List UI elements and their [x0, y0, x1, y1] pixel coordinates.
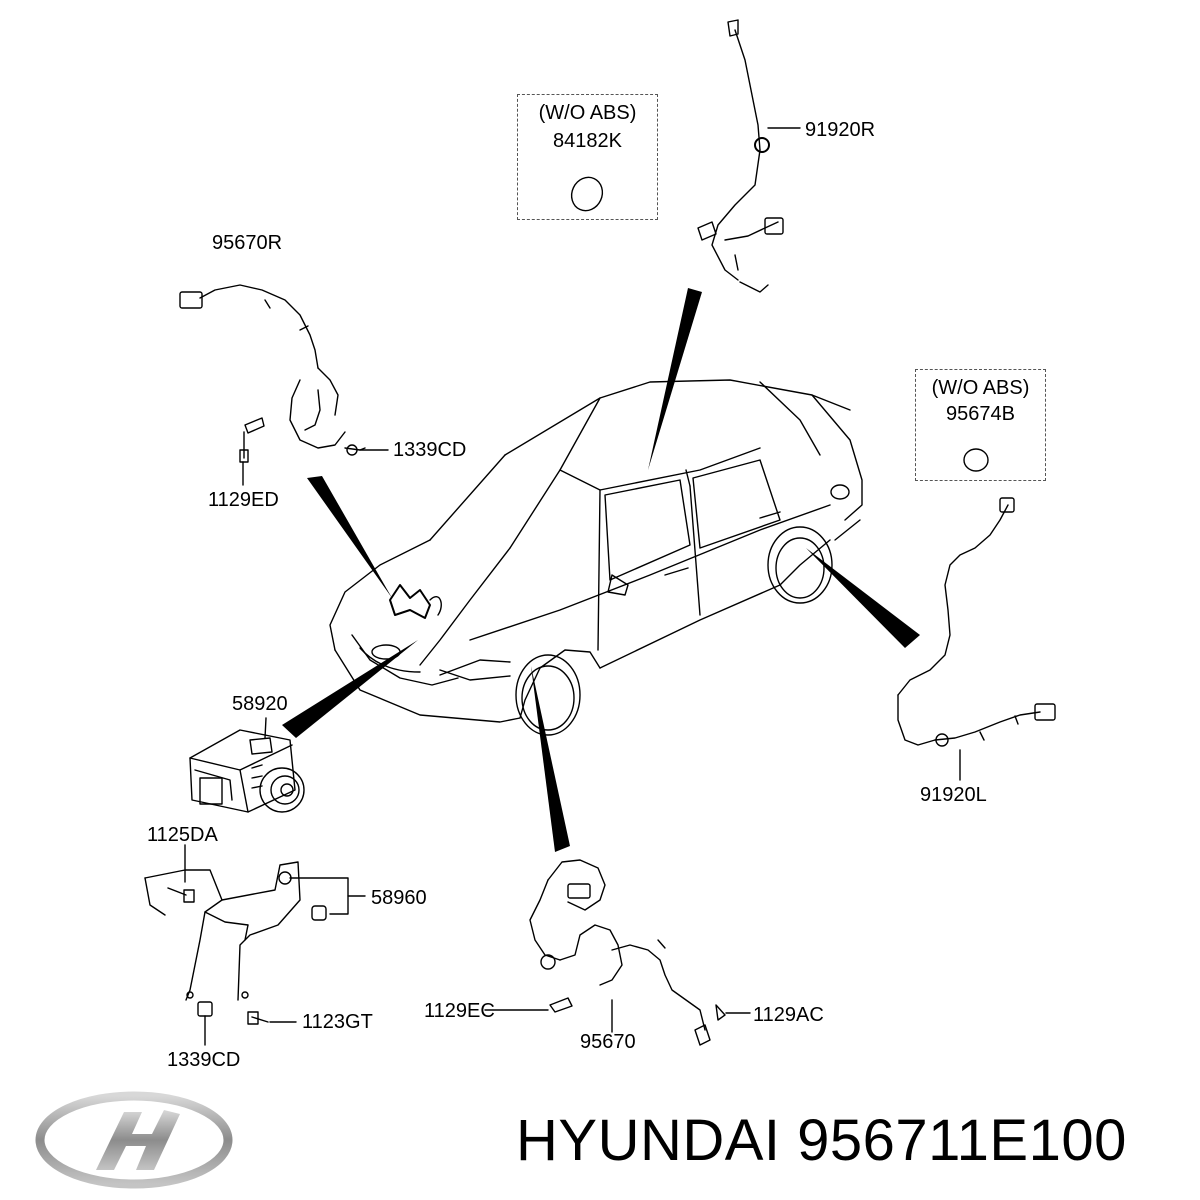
label-58920: 58920: [232, 693, 288, 715]
seal-ring-84182K: [570, 176, 604, 212]
callout-part-number: 95674B: [946, 403, 1015, 425]
callout-box-84182K: (W/O ABS) 84182K: [517, 94, 658, 220]
car-body: [329, 379, 863, 736]
seal-ring-95674B: [963, 448, 989, 472]
label-58960: 58960: [371, 887, 427, 909]
label-91920R: 91920R: [805, 119, 876, 141]
callout-part-number: 84182K: [553, 130, 622, 152]
part-number: 956711E100: [797, 1108, 1127, 1173]
callout-box-95674B: (W/O ABS) 95674B: [915, 369, 1046, 481]
label-1129ED: 1129ED: [208, 489, 279, 511]
label-1339CD-bottom: 1339CD: [167, 1049, 241, 1071]
label-95670R: 95670R: [212, 232, 283, 254]
hecu-58920: [189, 717, 305, 813]
brand-name: HYUNDAI: [516, 1108, 781, 1173]
label-91920L: 91920L: [920, 784, 987, 806]
callout-condition-text: (W/O ABS): [538, 102, 637, 124]
leader-wedges: [282, 288, 920, 852]
label-1125DA: 1125DA: [147, 824, 218, 846]
hyundai-logo: [35, 1091, 233, 1189]
harness-95670: [484, 859, 751, 1046]
harness-95670R: [179, 284, 389, 486]
harness-91920L: [897, 497, 1056, 781]
callout-condition-text: (W/O ABS): [931, 377, 1030, 399]
label-1129AC: 1129AC: [753, 1004, 824, 1026]
label-1129EC: 1129EC: [424, 1000, 495, 1022]
brand-and-part-number: HYUNDAI 956711E100: [516, 1112, 1127, 1170]
bracket-assembly: [144, 844, 366, 1046]
label-1339CD-top: 1339CD: [393, 439, 467, 461]
label-1123GT: 1123GT: [302, 1011, 373, 1033]
harness-91920R: [697, 19, 801, 293]
label-95670: 95670: [580, 1031, 636, 1053]
